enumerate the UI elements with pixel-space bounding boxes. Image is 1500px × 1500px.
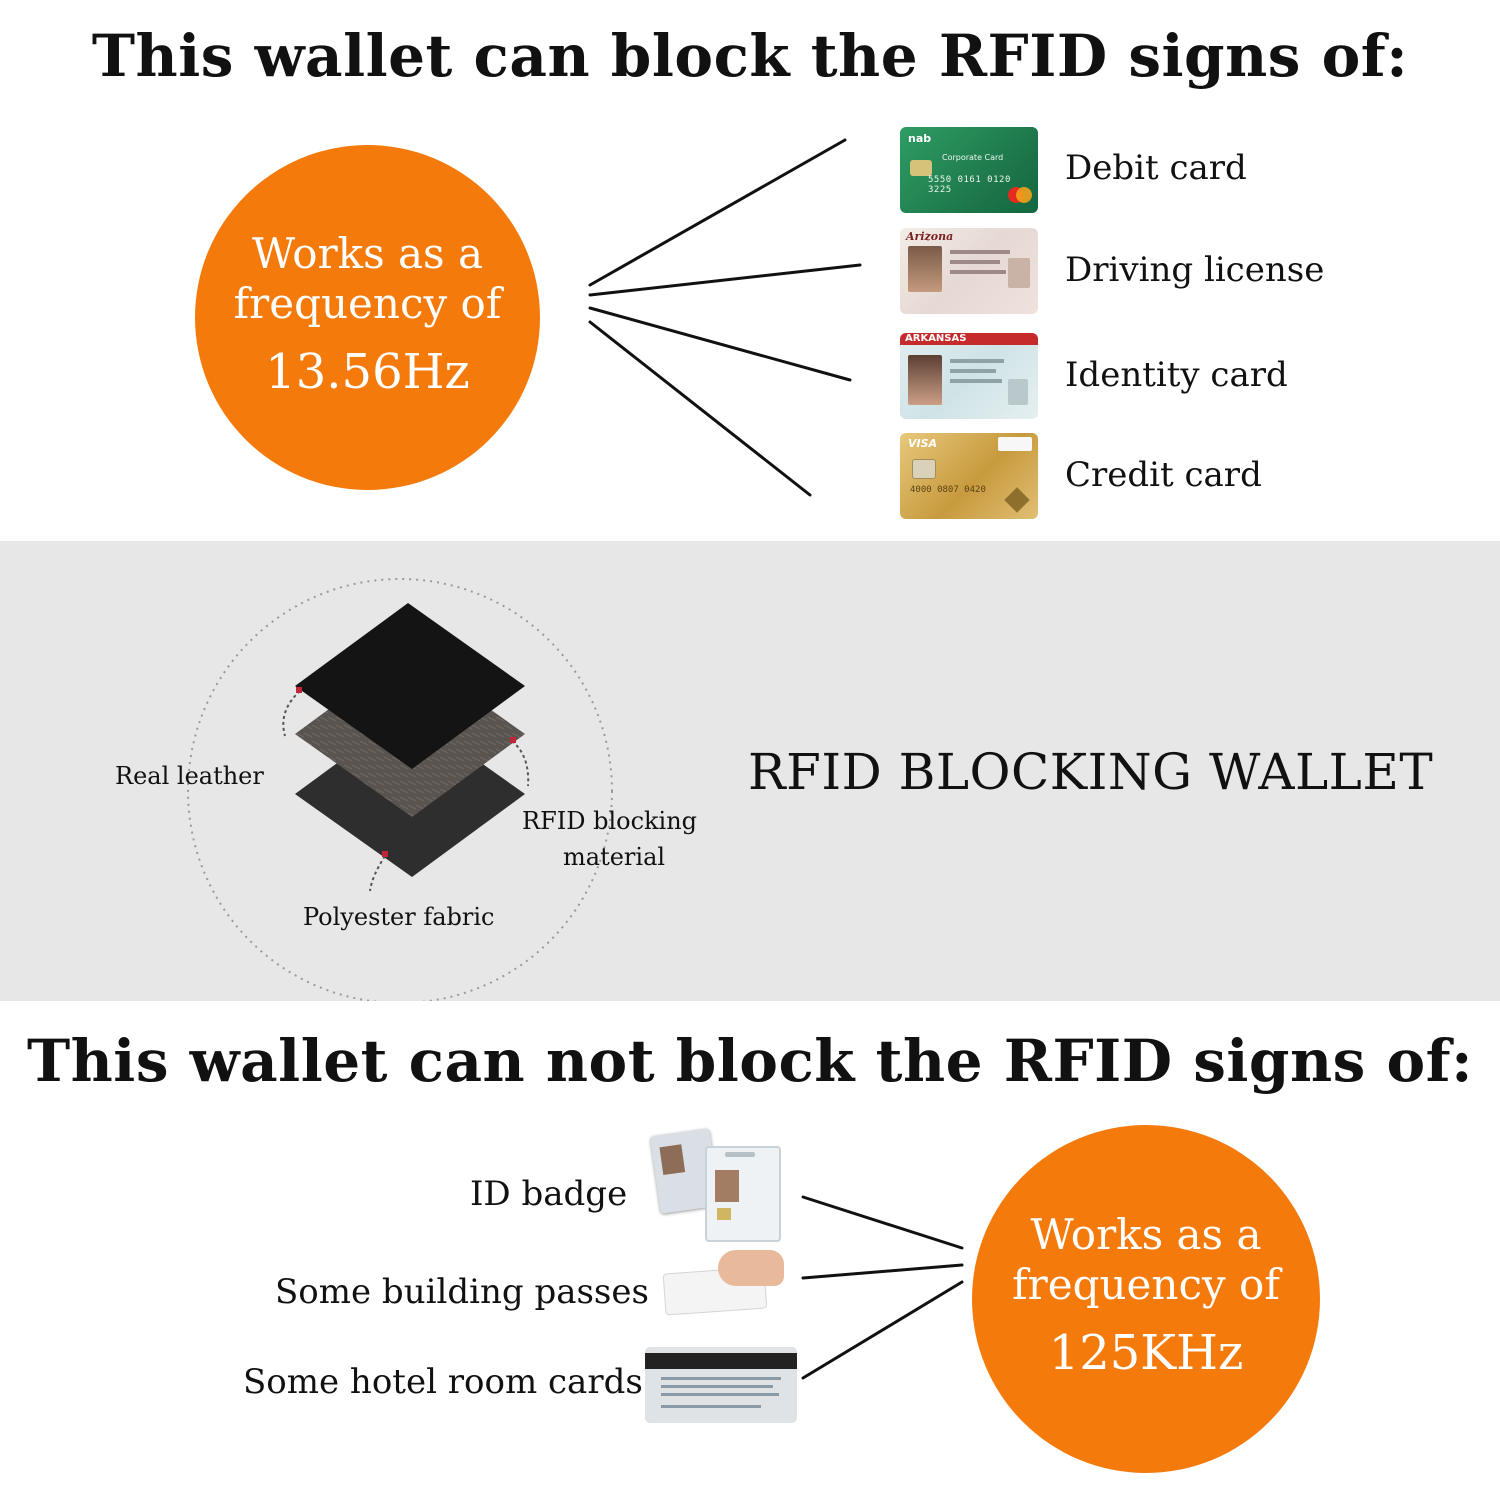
- circle-frequency: 13.56Hz: [265, 343, 470, 400]
- credit-card-brand: VISA: [908, 437, 938, 450]
- chip-icon: [910, 160, 932, 176]
- hotel-card-image: [645, 1347, 797, 1423]
- frequency-circle-bottom: Works as a frequency of 125KHz: [972, 1125, 1320, 1473]
- layer-label-rfid: RFID blocking: [522, 807, 698, 835]
- license-state: Arizona: [906, 230, 954, 243]
- circle-line-2: frequency of: [1012, 1260, 1280, 1309]
- identity-photo-icon: [908, 355, 942, 405]
- driving-license-image: Arizona: [900, 228, 1038, 314]
- visa-logo-icon: [998, 437, 1032, 451]
- dotted-ring: [187, 578, 613, 1001]
- connector-line-hotel: [801, 1280, 964, 1380]
- bottom-heading: This wallet can not block the RFID signs…: [26, 1027, 1474, 1095]
- hand-icon: [718, 1250, 784, 1286]
- chip-icon: [912, 459, 936, 479]
- id-badge-image: [649, 1128, 781, 1244]
- connector-line-badge: [801, 1195, 964, 1250]
- connector-line-credit: [588, 320, 812, 497]
- circle-line-2: frequency of: [233, 278, 502, 328]
- license-photo-icon: [908, 246, 942, 292]
- dove-icon: [1004, 487, 1030, 513]
- credit-card-label: Credit card: [1065, 455, 1262, 495]
- band-title: RFID BLOCKING WALLET: [748, 743, 1434, 801]
- layers-diagram: [187, 578, 613, 1001]
- credit-card-number: 4000 0807 0420: [910, 485, 986, 495]
- connector-line-identity: [588, 306, 852, 382]
- building-pass-label: Some building passes: [275, 1272, 649, 1312]
- badge-photo-icon: [715, 1170, 739, 1202]
- hotel-card-label: Some hotel room cards: [243, 1362, 643, 1402]
- layer-label-leather: Real leather: [115, 762, 264, 790]
- debit-card-label: Debit card: [1065, 148, 1247, 188]
- debit-card-image: nab Corporate Card 5550 0161 0120 3225: [900, 127, 1038, 213]
- circle-line-1: Works as a: [251, 228, 484, 278]
- circle-line-1: Works as a: [1030, 1210, 1262, 1259]
- layer-leather: [295, 603, 525, 769]
- material-band: [0, 541, 1500, 1001]
- connector-line-license: [588, 263, 862, 297]
- debit-card-sub: Corporate Card: [942, 153, 1004, 162]
- pointer-leather: [282, 690, 301, 737]
- debit-card-brand: nab: [908, 132, 932, 145]
- pointer-rfid: [511, 740, 530, 787]
- credit-card-image: VISA 4000 0807 0420: [900, 433, 1038, 519]
- identity-card-image: ARKANSAS: [900, 333, 1038, 419]
- circle-frequency: 125KHz: [1048, 1325, 1244, 1381]
- identity-card-label: Identity card: [1065, 355, 1288, 395]
- id-badge-label: ID badge: [470, 1174, 628, 1214]
- identity-state: ARKANSAS: [905, 333, 967, 344]
- layer-label-polyester: Polyester fabric: [303, 903, 495, 931]
- top-heading: This wallet can block the RFID signs of:: [91, 22, 1409, 90]
- frequency-circle-top: Works as a frequency of 13.56Hz: [195, 145, 540, 490]
- connector-line-building: [801, 1263, 964, 1280]
- connector-line-debit: [588, 138, 847, 287]
- debit-card-number: 5550 0161 0120 3225: [928, 175, 1011, 195]
- pointer-polyester: [369, 855, 386, 892]
- building-pass-image: [658, 1250, 788, 1316]
- layer-label-rfid-2: material: [563, 843, 666, 871]
- magnetic-stripe-icon: [645, 1353, 797, 1369]
- driving-license-label: Driving license: [1065, 250, 1325, 290]
